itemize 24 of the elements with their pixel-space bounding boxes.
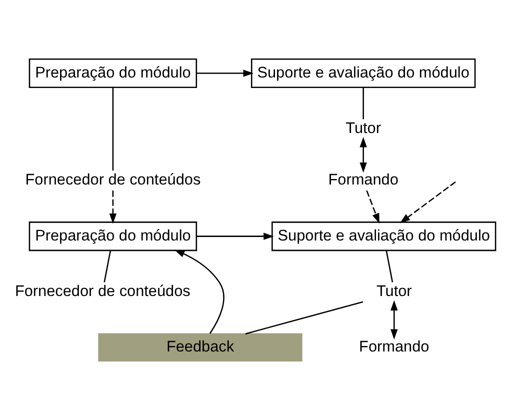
arrow	[360, 136, 367, 172]
arrow	[196, 232, 274, 240]
node-box: Suporte e avaliação do módulo	[272, 221, 496, 251]
arrow	[196, 69, 254, 76]
arrow	[400, 180, 456, 223]
connector	[112, 87, 114, 170]
node-text: Formando	[328, 170, 398, 188]
node-text: Formando	[359, 338, 430, 355]
connector	[245, 300, 364, 334]
node-box: Feedback	[98, 332, 302, 361]
arrow	[390, 300, 398, 340]
node-box: Suporte e avaliação do módulo	[250, 58, 476, 88]
arrow	[174, 249, 224, 334]
node-box: Preparação do módulo	[28, 221, 198, 251]
connector	[386, 250, 394, 282]
connector	[362, 86, 364, 119]
node-text: Tutor	[376, 282, 412, 300]
node-text: Tutor	[346, 120, 381, 137]
connector	[104, 250, 112, 282]
arrow	[366, 190, 380, 224]
arrow	[109, 190, 117, 224]
node-text: Fornecedor de conteúdos	[25, 170, 201, 188]
node-text: Fornecedor de conteúdos	[14, 282, 190, 300]
node-box: Preparação do módulo	[28, 58, 198, 88]
